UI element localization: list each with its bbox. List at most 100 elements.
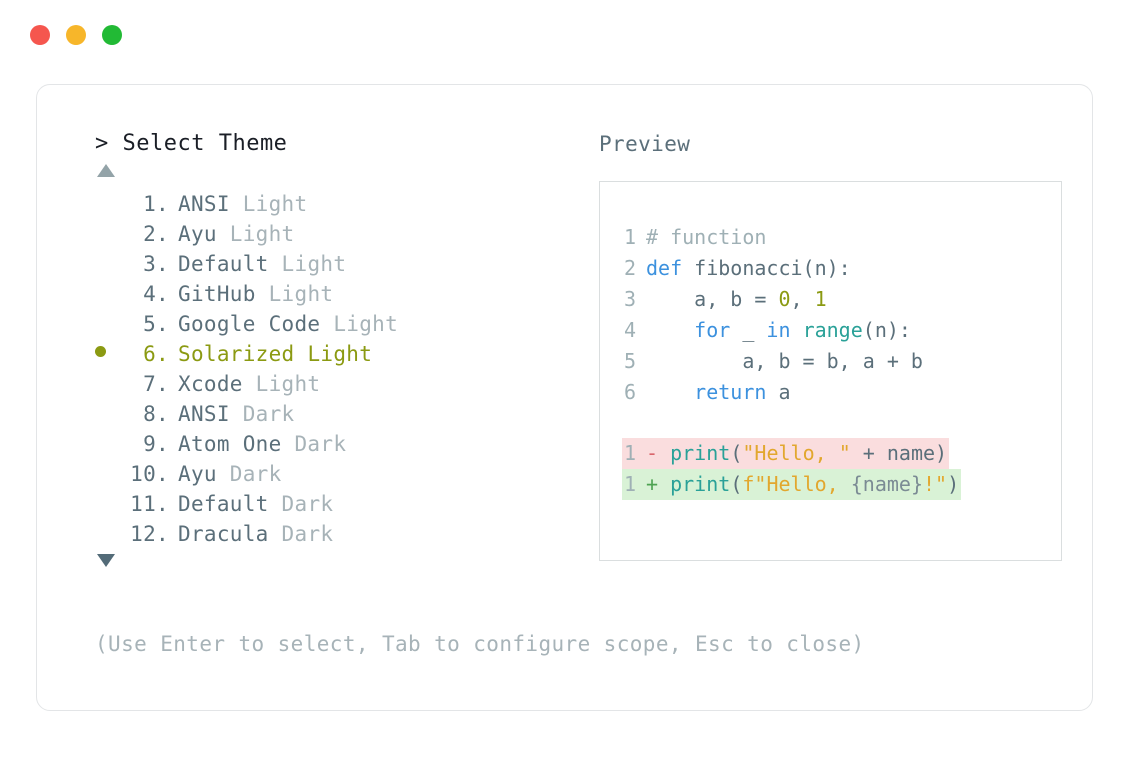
preview-label: Preview: [599, 132, 691, 156]
code-line-number: 6: [623, 380, 636, 404]
theme-list-item[interactable]: 4. GitHub Light: [95, 279, 567, 309]
code-token: print: [670, 472, 731, 496]
code-token: f"Hello,: [742, 472, 851, 496]
theme-item-index: 8.: [143, 402, 169, 426]
code-token: return: [694, 380, 767, 404]
theme-item-variant: Light: [242, 372, 321, 396]
theme-list-item[interactable]: 11. Default Dark: [95, 489, 567, 519]
theme-item-name: Ayu: [178, 222, 217, 246]
code-token: (: [730, 472, 743, 496]
code-token: "Hello, ": [742, 441, 851, 465]
diff-line-number: 1: [623, 441, 636, 465]
theme-item-index: 11.: [130, 492, 169, 516]
theme-list-item[interactable]: 2. Ayu Light: [95, 219, 567, 249]
code-token: for: [694, 318, 731, 342]
scroll-up-icon[interactable]: [95, 159, 567, 185]
theme-item-variant: Dark: [216, 462, 282, 486]
theme-list-item[interactable]: 8.ANSI Dark: [95, 399, 567, 429]
code-token: !": [922, 472, 948, 496]
theme-item-variant: Light: [268, 252, 347, 276]
theme-item-name: ANSI: [178, 192, 230, 216]
code-line: 3 a, b = 0, 1: [622, 284, 1061, 315]
code-token: _: [730, 318, 767, 342]
diff-row: 1+ print(f"Hello, {name}!"): [622, 469, 1061, 500]
scroll-down-icon[interactable]: [95, 549, 567, 575]
theme-item-variant: Light: [229, 192, 308, 216]
code-token: [646, 380, 694, 404]
theme-item-index: 6.: [143, 342, 169, 366]
theme-item-name: Dracula: [178, 522, 269, 546]
theme-item-name: GitHub: [178, 282, 256, 306]
theme-list-item[interactable]: 1. ANSI Light: [95, 189, 567, 219]
diff-added-line: 1+ print(f"Hello, {name}!"): [622, 469, 962, 500]
code-line: 4 for _ in range(n):: [622, 315, 1061, 346]
theme-item-index: 9.: [143, 432, 169, 456]
theme-list-item[interactable]: 3. Default Light: [95, 249, 567, 279]
code-token: a, b = b, a + b: [646, 349, 923, 373]
code-line-number: 1: [623, 225, 636, 249]
theme-item-variant: Light: [216, 222, 295, 246]
theme-item-index: 12.: [130, 522, 169, 546]
diff-marker: +: [646, 472, 671, 496]
code-token: [791, 318, 803, 342]
theme-item-variant: Dark: [281, 432, 347, 456]
code-token: def: [646, 256, 683, 280]
theme-item-variant: Dark: [229, 402, 295, 426]
theme-item-name: Atom One: [178, 432, 282, 456]
theme-item-name: Solarized: [178, 342, 295, 366]
theme-item-index: 2.: [143, 222, 169, 246]
theme-item-name: Google Code: [178, 312, 321, 336]
theme-item-name: Default: [178, 252, 269, 276]
code-spacer: [622, 408, 1061, 438]
diff-row: 1- print("Hello, " + name): [622, 438, 1061, 469]
theme-list-item[interactable]: 6.Solarized Light: [95, 339, 567, 369]
diff-line-number: 1: [623, 472, 636, 496]
theme-item-index: 7.: [143, 372, 169, 396]
code-line-number: 2: [623, 256, 636, 280]
code-token: in: [766, 318, 791, 342]
code-token: print: [670, 441, 731, 465]
theme-list-item[interactable]: 9. Atom One Dark: [95, 429, 567, 459]
selected-bullet-icon: [95, 339, 121, 369]
code-token: ,: [790, 287, 815, 311]
theme-item-index: 1.: [143, 192, 169, 216]
close-button[interactable]: [30, 25, 50, 45]
code-line: 6 return a: [622, 377, 1061, 408]
theme-item-variant: Dark: [268, 522, 334, 546]
theme-list-item[interactable]: 12. Dracula Dark: [95, 519, 567, 549]
maximize-button[interactable]: [102, 25, 122, 45]
code-line-number: 3: [623, 287, 636, 311]
code-token: 1: [814, 287, 827, 311]
theme-item-index: 3.: [143, 252, 169, 276]
code-token: a: [766, 380, 791, 404]
code-token: range: [802, 318, 863, 342]
theme-list-item[interactable]: 10. Ayu Dark: [95, 459, 567, 489]
theme-item-index: 4.: [143, 282, 169, 306]
theme-list-item[interactable]: 5. Google Code Light: [95, 309, 567, 339]
theme-item-index: 5.: [143, 312, 169, 336]
code-line: 5 a, b = b, a + b: [622, 346, 1061, 377]
code-line: 1# function: [622, 222, 1061, 253]
theme-list-item[interactable]: 7. Xcode Light: [95, 369, 567, 399]
theme-item-name: Xcode: [178, 372, 243, 396]
minimize-button[interactable]: [66, 25, 86, 45]
theme-item-name: Default: [178, 492, 269, 516]
theme-item-name: Ayu: [178, 462, 217, 486]
page-title: > Select Theme: [95, 131, 288, 156]
theme-item-variant: Dark: [268, 492, 334, 516]
code-token: [646, 318, 694, 342]
code-token: (n):: [862, 318, 911, 342]
theme-item-variant: Light: [255, 282, 334, 306]
code-token: {name}: [850, 472, 923, 496]
theme-item-variant: Light: [320, 312, 399, 336]
theme-item-index: 10.: [130, 462, 169, 486]
keyboard-hint: (Use Enter to select, Tab to configure s…: [95, 632, 865, 656]
